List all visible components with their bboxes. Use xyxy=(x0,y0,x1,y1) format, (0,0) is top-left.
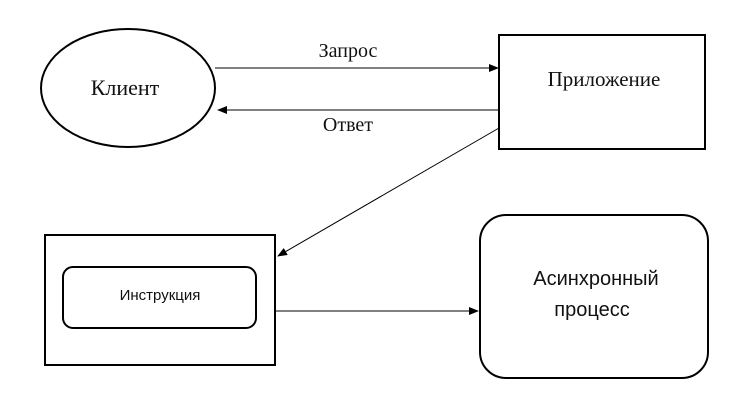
request-label: Запрос xyxy=(319,40,378,62)
async-process-label-line1: Асинхронный xyxy=(533,268,658,290)
application-node: Приложение xyxy=(498,34,706,150)
dispatch-edge xyxy=(277,127,500,257)
instruction-inner-box xyxy=(62,266,257,329)
application-label: Приложение xyxy=(548,67,661,91)
response-edge: Ответ xyxy=(217,106,499,136)
client-node: Клиент xyxy=(40,28,216,148)
instruction-label: Инструкция xyxy=(120,287,201,304)
instruction-container-node: Инструкция xyxy=(44,234,276,366)
response-label: Ответ xyxy=(323,114,373,136)
dispatch-arrow xyxy=(277,127,500,257)
request-edge: Запрос xyxy=(215,40,499,72)
client-label: Клиент xyxy=(91,75,160,100)
async-process-node: Асинхронный процесс xyxy=(479,214,709,379)
async-process-box xyxy=(479,214,709,379)
client-ellipse xyxy=(40,28,216,148)
async-process-label-line2: процесс xyxy=(554,299,629,321)
application-box xyxy=(498,34,706,150)
